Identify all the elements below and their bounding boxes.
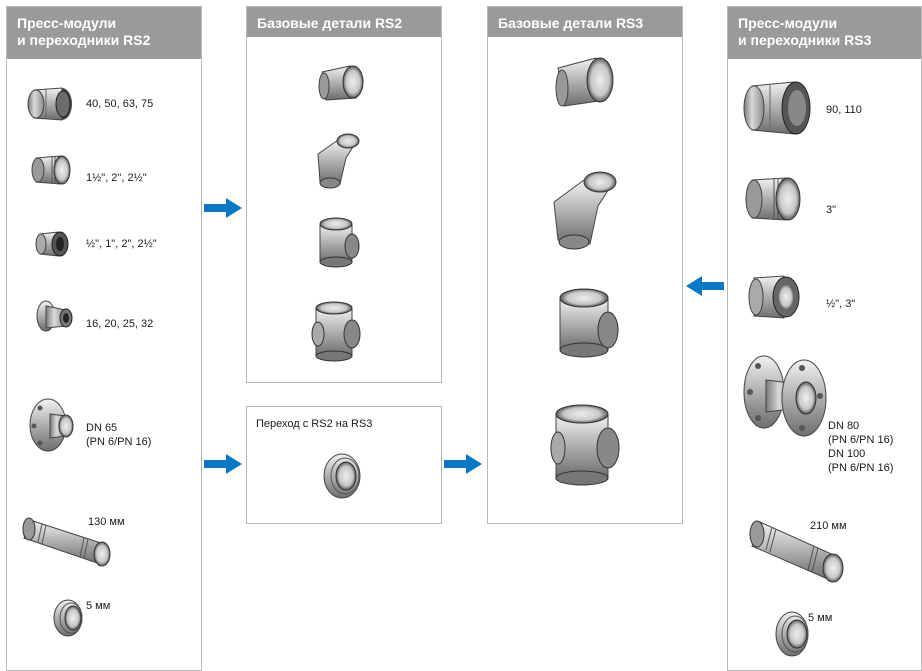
label-rs2-16-32: 16, 20, 25, 32 <box>86 318 154 330</box>
elbow-rs2 <box>317 133 360 189</box>
tee-rs3 <box>559 288 619 358</box>
label-dn100-pn: (PN 6/PN 16) <box>828 462 894 474</box>
label-rs3-90-110: 90, 110 <box>826 104 862 116</box>
elbow-rs3 <box>553 171 617 250</box>
ring-rs2-5mm <box>53 599 83 637</box>
rs3-modules-title-line1: Пресс-модули <box>738 15 838 31</box>
press-module-rs2-threaded-female <box>35 231 69 257</box>
press-module-rs2-16-32 <box>36 300 73 332</box>
rs2-modules-title-line1: Пресс-модули <box>17 15 117 31</box>
flange-rs2-dn65 <box>29 398 74 452</box>
coupling-rs2 <box>318 65 364 101</box>
rs3-modules-title-line2: и переходники RS3 <box>738 32 872 48</box>
rs2-modules-title-line2: и переходники RS2 <box>17 32 151 48</box>
label-rs2-threaded-female: ½", 1", 2", 2½" <box>86 238 157 250</box>
arrow-right-icon <box>204 198 242 218</box>
label-rs2-5mm: 5 мм <box>86 600 111 612</box>
cross-tee-rs3 <box>550 404 620 486</box>
press-module-rs2-40-75 <box>27 87 72 121</box>
label-dn65-pn: (PN 6/PN 16) <box>86 436 152 448</box>
label-rs2-threaded-male: 1½", 2", 2½" <box>86 172 147 184</box>
transition-title: Переход с RS2 на RS3 <box>256 418 373 430</box>
rs2-modules-header: Пресс-модули и переходники RS2 <box>7 7 201 59</box>
label-dn80: DN 80 <box>828 420 860 432</box>
flange-rs3-dn80-dn100 <box>743 355 827 437</box>
label-dn80-pn: (PN 6/PN 16) <box>828 434 894 446</box>
rs3-modules-header: Пресс-модули и переходники RS3 <box>728 7 921 59</box>
press-module-rs3-threaded-3in <box>745 177 801 221</box>
press-module-rs2-threaded-male <box>31 155 71 185</box>
arrow-right-icon <box>204 454 242 474</box>
label-dn65: DN 65 <box>86 422 118 434</box>
press-module-rs3-90-110 <box>743 81 811 135</box>
label-rs3-5mm: 5 мм <box>808 612 833 624</box>
transition-rs2-rs3 <box>323 453 361 499</box>
rs3-base-title: Базовые детали RS3 <box>498 15 644 31</box>
rs2-base-header: Базовые детали RS2 <box>247 7 441 37</box>
label-rs2-40-75: 40, 50, 63, 75 <box>86 98 154 110</box>
label-130mm: 130 мм <box>88 516 125 528</box>
press-module-rs3-threaded-female <box>748 275 800 319</box>
pipe-rs3-210mm <box>749 520 844 583</box>
rs3-base-header: Базовые детали RS3 <box>488 7 682 37</box>
coupling-rs3 <box>555 57 614 107</box>
ring-rs3-5mm <box>775 611 809 657</box>
label-rs3-3in: 3" <box>826 204 837 216</box>
label-210mm: 210 мм <box>810 520 847 532</box>
arrow-left-icon <box>686 276 724 296</box>
arrow-right-icon <box>444 454 482 474</box>
label-rs3-threaded-female: ½", 3" <box>826 298 856 310</box>
tee-rs2 <box>319 217 360 268</box>
label-dn100: DN 100 <box>828 448 866 460</box>
pipe-rs2-130mm <box>22 517 111 567</box>
rs2-base-title: Базовые детали RS2 <box>257 15 403 31</box>
cross-tee-rs2 <box>311 301 361 362</box>
